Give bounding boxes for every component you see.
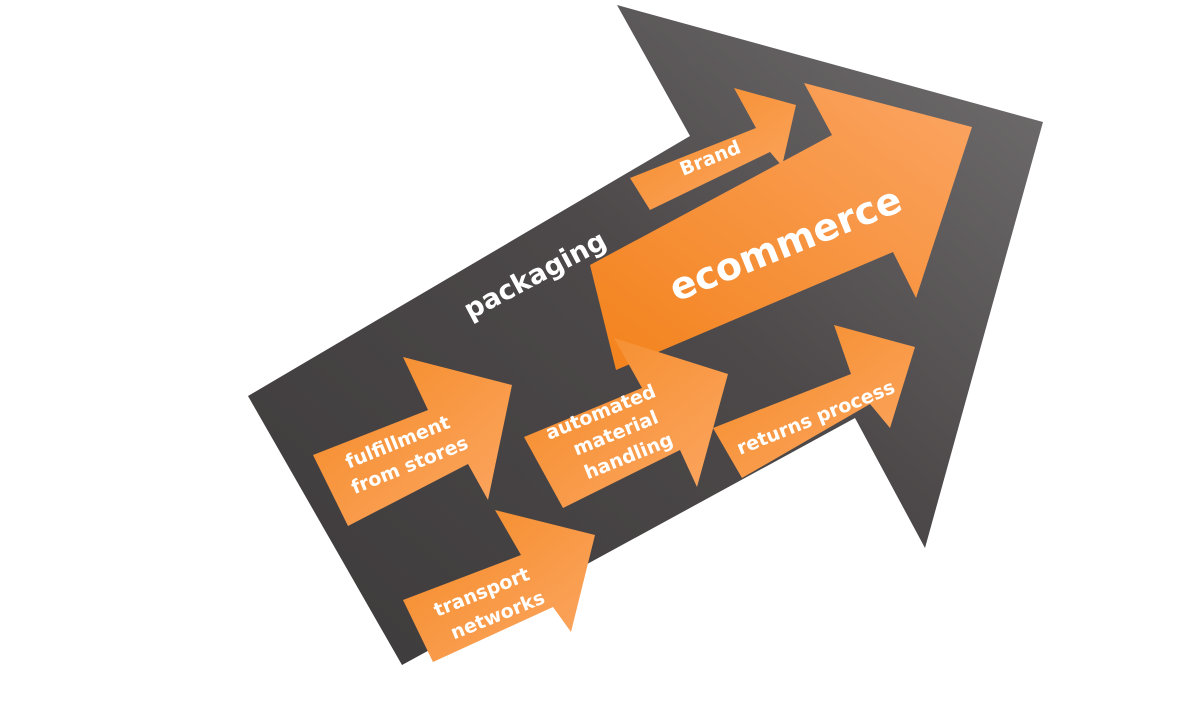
returns-arrow-shape (713, 325, 915, 478)
fulfillment-arrow-shape (313, 357, 512, 526)
automated-arrow-shape (524, 338, 728, 508)
brand-arrow-shape (630, 88, 796, 210)
transport-arrow-shape (403, 510, 595, 662)
ecommerce-arrow-shape (590, 83, 972, 370)
